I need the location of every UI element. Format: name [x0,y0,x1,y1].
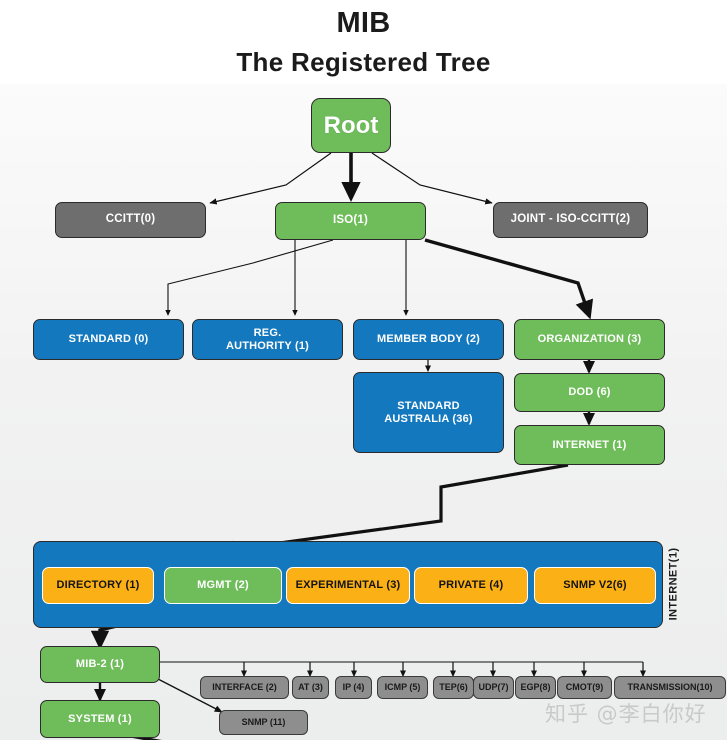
node-tep-label: TEP(6) [439,682,468,693]
node-organization[interactable]: ORGANIZATION (3) [514,319,665,360]
node-udp-label: UDP(7) [478,682,509,693]
page-title: MIB [336,7,391,39]
node-private[interactable]: PRIVATE (4) [414,567,528,604]
node-experimental[interactable]: EXPERIMENTAL (3) [286,567,410,604]
node-interface-label: INTERFACE (2) [212,682,277,693]
node-snmp-label: SNMP (11) [241,717,286,728]
watermark: 知乎 @李白你好 [545,702,707,726]
node-mib-2-label: MIB-2 (1) [75,658,125,671]
node-transmission[interactable]: TRANSMISSION(10) [614,676,726,699]
node-standard-label: STANDARD (0) [68,333,149,346]
node-tep[interactable]: TEP(6) [433,676,474,699]
node-ccitt-label: CCITT(0) [105,213,156,226]
node-cmot[interactable]: CMOT(9) [557,676,612,699]
node-snmp-v2-label: SNMP V2(6) [563,579,627,592]
node-mib-2[interactable]: MIB-2 (1) [40,646,160,683]
node-directory[interactable]: DIRECTORY (1) [42,567,154,604]
node-experimental-label: EXPERIMENTAL (3) [295,579,401,592]
node-at[interactable]: AT (3) [292,676,329,699]
node-ip[interactable]: IP (4) [335,676,372,699]
node-root[interactable]: Root [311,98,391,153]
node-standard-australia-label-line2: AUSTRALIA (36) [384,412,473,425]
node-dod[interactable]: DOD (6) [514,373,665,412]
node-reg-authority-label-line2: AUTHORITY (1) [225,339,310,352]
node-internet-label: INTERNET (1) [552,438,627,451]
node-private-label: PRIVATE (4) [438,579,504,592]
node-ip-label: IP (4) [342,682,365,693]
node-icmp[interactable]: ICMP (5) [377,676,428,699]
node-interface[interactable]: INTERFACE (2) [200,676,289,699]
node-snmp[interactable]: SNMP (11) [219,710,308,735]
node-ccitt[interactable]: CCITT(0) [55,202,206,238]
node-directory-label: DIRECTORY (1) [56,579,140,592]
node-member-body[interactable]: MEMBER BODY (2) [353,319,504,360]
node-member-body-label: MEMBER BODY (2) [376,333,481,346]
node-snmp-v2[interactable]: SNMP V2(6) [534,567,656,604]
node-icmp-label: ICMP (5) [384,682,421,693]
node-system-label: SYSTEM (1) [68,712,132,725]
node-transmission-label: TRANSMISSION(10) [627,682,713,693]
node-egp-label: EGP(8) [520,682,551,693]
node-standard[interactable]: STANDARD (0) [33,319,184,360]
node-standard-australia[interactable]: STANDARD AUSTRALIA (36) [353,372,504,453]
node-mgmt[interactable]: MGMT (2) [164,567,282,604]
node-reg-authority[interactable]: REG. AUTHORITY (1) [192,319,343,360]
internet-panel-side-label: INTERNET(1) [662,534,684,634]
node-udp[interactable]: UDP(7) [473,676,514,699]
title-area: MIB The Registered Tree [0,0,727,84]
node-mgmt-label: MGMT (2) [197,579,249,592]
node-cmot-label: CMOT(9) [565,682,604,693]
page-subtitle: The Registered Tree [236,47,491,77]
internet-panel-side-label-text: INTERNET(1) [667,547,680,621]
node-root-label: Root [323,111,379,139]
node-internet[interactable]: INTERNET (1) [514,425,665,465]
node-system[interactable]: SYSTEM (1) [40,700,160,738]
node-iso-label: ISO(1) [332,214,369,227]
node-reg-authority-label-line1: REG. [253,326,282,339]
node-dod-label: DOD (6) [568,386,611,399]
node-organization-label: ORGANIZATION (3) [537,333,642,346]
node-iso[interactable]: ISO(1) [275,202,426,240]
node-standard-australia-label-line1: STANDARD [397,399,460,412]
node-at-label: AT (3) [298,682,323,693]
node-joint-iso-ccitt-label: JOINT - ISO-CCITT(2) [510,213,631,226]
node-egp[interactable]: EGP(8) [515,676,556,699]
node-joint-iso-ccitt[interactable]: JOINT - ISO-CCITT(2) [493,202,648,238]
